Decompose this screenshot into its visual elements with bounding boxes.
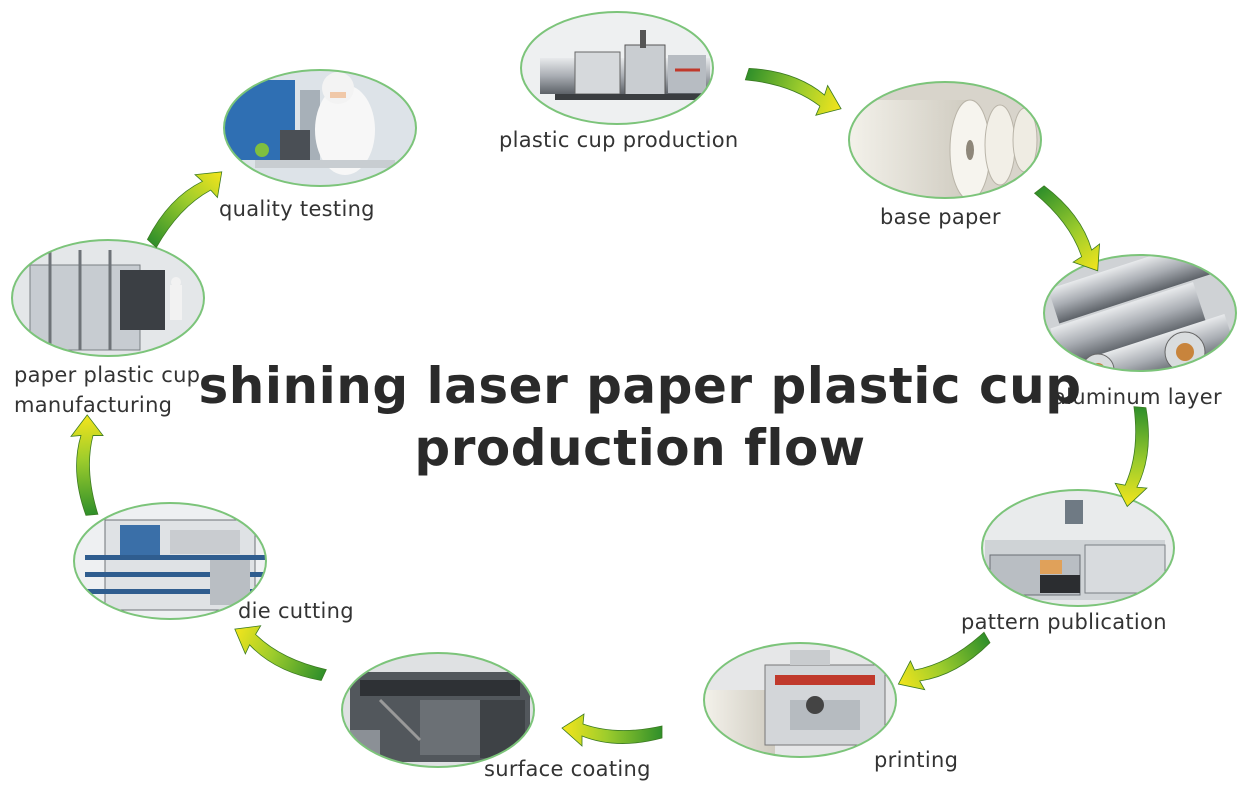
flow-arrow-1: [742, 61, 847, 122]
plastic-cup-production-photo: [520, 10, 720, 130]
label-quality-testing: quality testing: [219, 195, 375, 223]
flow-arrow-3: [1113, 406, 1154, 508]
label-paper-plastic-cup-line1: paper plastic cup: [14, 361, 200, 389]
quality-testing-photo: [222, 68, 422, 190]
paper-plastic-cup-manufacturing-photo: [10, 238, 210, 360]
flow-arrow-7: [69, 414, 110, 516]
label-printing: printing: [874, 746, 958, 774]
label-plastic-cup-production: plastic cup production: [499, 126, 739, 154]
diagram-title: shining laser paper plastic cup producti…: [190, 355, 1090, 479]
label-surface-coating: surface coating: [484, 755, 651, 783]
title-line-1: shining laser paper plastic cup: [190, 355, 1090, 417]
title-line-2: production flow: [190, 417, 1090, 479]
surface-coating-photo: [340, 652, 540, 772]
pattern-publication-photo: [980, 488, 1180, 610]
flow-arrow-6: [227, 616, 331, 687]
label-manufacturing-line2: manufacturing: [14, 391, 172, 419]
label-die-cutting: die cutting: [238, 597, 354, 625]
base-paper-photo: [845, 80, 1045, 200]
flow-arrow-5: [562, 714, 662, 746]
printing-photo: [700, 640, 900, 760]
label-pattern-publication: pattern publication: [961, 608, 1167, 636]
label-base-paper: base paper: [880, 203, 1001, 231]
